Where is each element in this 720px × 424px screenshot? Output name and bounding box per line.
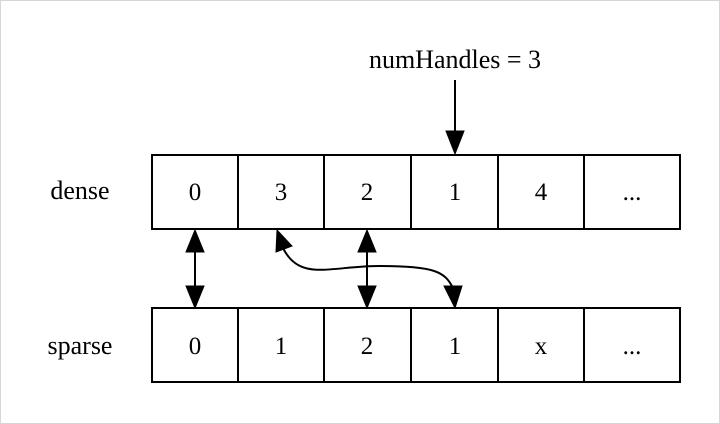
- dense-cell-3-value: 1: [449, 179, 462, 206]
- link-dense1-sparse3-end-arrowhead: [443, 285, 463, 310]
- link-dense2-sparse2-down-arrowhead: [357, 285, 377, 310]
- sparse-cell-3-value: 1: [449, 333, 462, 360]
- sparse-cell-5-box: [583, 307, 681, 383]
- dense-cell-5-box: [583, 154, 681, 230]
- link-dense0-sparse0: [185, 228, 205, 310]
- sparse-cell-1-value: 1: [275, 333, 288, 360]
- sparse-row-label: sparse: [48, 331, 113, 360]
- dense-cell-0-value: 0: [189, 179, 202, 206]
- sparse-cell-5-value: ...: [623, 333, 642, 360]
- sparse-array: 0 1 2 1 x ...: [151, 307, 681, 383]
- link-dense1-sparse3: [275, 228, 463, 310]
- sparse-cell-1-box: [237, 307, 325, 383]
- dense-array: 0 3 2 1 4 ...: [151, 154, 681, 230]
- sparse-cell-2-value: 2: [361, 333, 374, 360]
- link-dense2-sparse2-up-arrowhead: [357, 228, 377, 253]
- link-dense2-sparse2: [357, 228, 377, 310]
- dense-cell-4-value: 4: [535, 179, 548, 206]
- dense-cell-1-box: [237, 154, 325, 230]
- dense-cell-5-value: ...: [623, 179, 642, 206]
- link-dense1-sparse3-curve: [282, 247, 454, 289]
- dense-cell-1-value: 3: [275, 179, 288, 206]
- dense-cell-0-box: [151, 154, 239, 230]
- link-dense0-sparse0-up-arrowhead: [185, 228, 205, 253]
- sparse-cell-4-value: x: [535, 333, 548, 360]
- dense-row-label: dense: [50, 176, 109, 205]
- link-dense0-sparse0-down-arrowhead: [185, 285, 205, 310]
- sparse-cell-0-value: 0: [189, 333, 202, 360]
- sparse-cell-2-box: [323, 307, 412, 383]
- sparse-cell-3-box: [410, 307, 499, 383]
- link-dense1-sparse3-start-arrowhead: [275, 228, 293, 253]
- num-handles-label: numHandles = 3: [369, 45, 541, 74]
- num-handles-arrowhead: [445, 130, 465, 156]
- dense-cell-2-value: 2: [361, 179, 374, 206]
